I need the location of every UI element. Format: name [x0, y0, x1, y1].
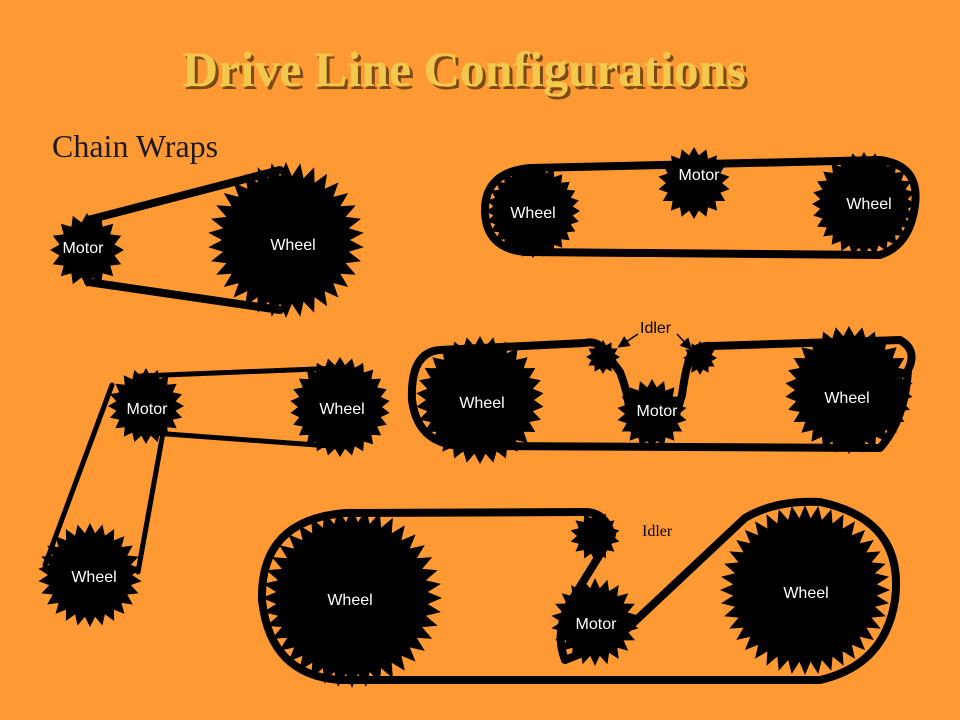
motor-label: Motor — [679, 167, 721, 184]
config-loop: Wheel Motor Wheel — [481, 147, 920, 259]
wheel-label: Wheel — [71, 569, 116, 586]
sprocket-wheel — [38, 523, 142, 627]
motor-label: Motor — [637, 403, 679, 420]
wheel-label: Wheel — [846, 196, 891, 213]
sprocket-wheel — [785, 326, 913, 454]
sprocket-idler — [586, 340, 620, 374]
sprocket-idler — [570, 511, 620, 561]
sprocket-motor — [551, 578, 639, 666]
sprocket-wheel — [208, 162, 364, 318]
slide-title: Drive Line Configurations — [182, 41, 746, 97]
sprocket-motor — [658, 147, 730, 219]
sprocket-wheel — [416, 336, 544, 464]
config-serpentine: Idler Wheel Motor Wheel — [257, 497, 900, 688]
wheel-label: Wheel — [783, 585, 828, 602]
sprocket-wheel — [290, 357, 390, 457]
chain-segment — [42, 382, 115, 568]
chain-segment — [84, 278, 284, 314]
sprocket-wheel — [720, 505, 890, 675]
config-double: Wheel Motor Wheel — [38, 357, 390, 627]
chain-segment — [137, 365, 343, 379]
wheel-label: Wheel — [327, 592, 372, 609]
motor-label: Motor — [63, 240, 105, 257]
wheel-label: Wheel — [824, 390, 869, 407]
sprocket-motor — [108, 368, 184, 444]
idler-label: Idler — [640, 320, 672, 337]
wheel-label: Wheel — [459, 395, 504, 412]
idler-label: Idler — [642, 523, 673, 540]
chain-segment — [137, 429, 333, 449]
wheel-label: Wheel — [270, 237, 315, 254]
sprocket-wheel — [486, 164, 580, 258]
motor-label: Motor — [127, 401, 169, 418]
slide-subtitle: Chain Wraps — [52, 128, 219, 164]
sprocket-motor — [50, 213, 124, 287]
wheel-label: Wheel — [510, 205, 555, 222]
chain-loop — [481, 156, 920, 259]
motor-label: Motor — [576, 616, 618, 633]
sprocket-motor — [617, 379, 687, 449]
config-idlers: Idler Wheel Motor Wheel — [407, 320, 916, 464]
sprocket-wheel — [262, 508, 442, 688]
idler-arrow — [676, 333, 693, 351]
sprocket-wheel — [812, 152, 916, 256]
wheel-label: Wheel — [319, 401, 364, 418]
idler-arrow — [617, 333, 639, 348]
config-simple: Wheel Motor — [50, 162, 364, 318]
